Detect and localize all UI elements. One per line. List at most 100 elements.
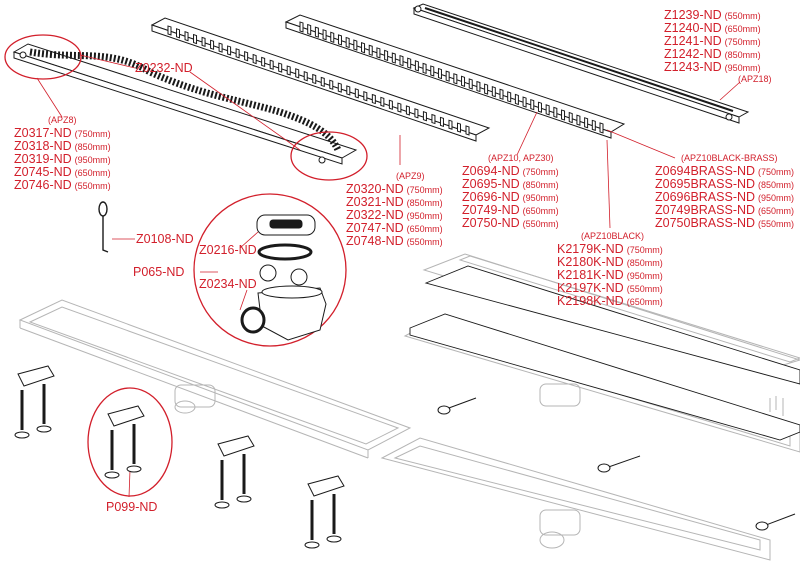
grate-slot bbox=[307, 23, 312, 36]
part-code-row: Z0748-ND(550mm) bbox=[346, 234, 443, 248]
part-code-row: Z1239-ND(550mm) bbox=[664, 8, 761, 22]
grate-slot bbox=[407, 57, 412, 69]
grate-slot bbox=[553, 106, 558, 119]
part-code-row: Z0319-ND(950mm) bbox=[14, 152, 111, 166]
part-code-row: Z0694-ND(750mm) bbox=[462, 164, 559, 178]
label-group-apz9: (APZ9) Z0320-ND(750mm) Z0321-ND(850mm) Z… bbox=[346, 170, 443, 248]
grate-slot bbox=[384, 49, 389, 62]
grate-slot bbox=[312, 73, 317, 85]
grate-slot bbox=[405, 105, 410, 116]
grate-slot bbox=[368, 44, 373, 56]
foot-bracket bbox=[214, 435, 255, 509]
grate-slot bbox=[371, 93, 376, 105]
grate-slot bbox=[507, 91, 512, 103]
grate-apz18 bbox=[412, 3, 750, 124]
grate-slot bbox=[201, 36, 206, 48]
group-label: (APZ8) bbox=[48, 115, 77, 125]
grate-slot bbox=[361, 42, 366, 54]
grate-slot bbox=[514, 93, 519, 106]
trap-assembly bbox=[240, 214, 327, 341]
part-code-row: Z1241-ND(750mm) bbox=[664, 34, 761, 48]
part-code-row: Z0321-ND(850mm) bbox=[346, 195, 443, 209]
grate-slot bbox=[345, 36, 350, 49]
grate-slot bbox=[218, 42, 223, 53]
part-code-row: Z0747-ND(650mm) bbox=[346, 221, 443, 235]
grate-slot bbox=[244, 51, 249, 62]
grate-slot bbox=[261, 56, 266, 68]
part-code-row: Z0317-ND(750mm) bbox=[14, 126, 111, 140]
callout-ellipse-feet bbox=[87, 387, 173, 497]
part-code-row: Z0318-ND(850mm) bbox=[14, 139, 111, 153]
part-code-row: Z1242-ND(850mm) bbox=[664, 47, 761, 61]
grate-slot bbox=[576, 114, 581, 126]
grate-slot bbox=[439, 116, 444, 128]
grate-slot bbox=[591, 119, 596, 131]
label-z0234: Z0234-ND bbox=[199, 277, 257, 291]
grate-slot bbox=[346, 85, 351, 96]
grate-slot bbox=[584, 117, 589, 129]
grate-slot bbox=[422, 62, 427, 75]
grate-slot bbox=[491, 86, 496, 98]
group-label: (APZ9) bbox=[396, 171, 425, 181]
grate-slot bbox=[522, 96, 527, 108]
grate-slot bbox=[476, 80, 481, 93]
part-code-row: Z0749-ND(650mm) bbox=[462, 203, 559, 217]
part-code-row: K2180K-ND(850mm) bbox=[557, 255, 663, 269]
part-code-row: Z0746-ND(550mm) bbox=[14, 178, 111, 192]
label-group-apz18: Z1239-ND(550mm) Z1240-ND(650mm) Z1241-ND… bbox=[664, 8, 772, 85]
callout-circle-trap bbox=[193, 193, 347, 347]
grate-slot bbox=[330, 31, 335, 43]
adjustable-feet bbox=[14, 365, 345, 549]
part-code-row: Z0322-ND(950mm) bbox=[346, 208, 443, 222]
grate-slot bbox=[530, 98, 535, 111]
grate-slot bbox=[484, 83, 489, 95]
grate-slot bbox=[391, 52, 396, 64]
part-code-row: K2181K-ND(950mm) bbox=[557, 268, 663, 282]
grate-slot bbox=[193, 33, 198, 45]
grate-apz9 bbox=[150, 17, 491, 142]
part-code-row: Z0745-ND(650mm) bbox=[14, 165, 111, 179]
part-code-row: Z0320-ND(750mm) bbox=[346, 182, 443, 196]
screws-right bbox=[437, 397, 796, 531]
grate-slot bbox=[376, 47, 381, 59]
channel-left bbox=[18, 299, 412, 459]
grate-slot bbox=[499, 88, 504, 100]
foot-bracket bbox=[104, 405, 145, 479]
part-code-row: Z0695-ND(850mm) bbox=[462, 177, 559, 191]
grate-slot bbox=[314, 26, 319, 38]
right-panel-top bbox=[409, 265, 800, 441]
grate-slot bbox=[414, 108, 419, 119]
label-z0232: Z0232-ND bbox=[135, 61, 193, 75]
grate-slot bbox=[414, 60, 419, 72]
callout-ellipse-grate-left bbox=[4, 34, 82, 80]
group-label: (APZ18) bbox=[738, 74, 772, 84]
grate-slot bbox=[537, 101, 542, 113]
grate-slot bbox=[461, 75, 466, 87]
group-label: (APZ10BLACK-BRASS) bbox=[681, 153, 778, 163]
part-code-row: Z1240-ND(650mm) bbox=[664, 21, 761, 35]
grate-slot bbox=[453, 73, 458, 85]
grate-apz10 bbox=[284, 14, 626, 139]
grate-slot bbox=[380, 96, 385, 108]
grate-slot bbox=[388, 99, 393, 110]
part-code-row: Z0694BRASS-ND(750mm) bbox=[655, 164, 795, 178]
grate-slot bbox=[399, 54, 404, 67]
grate-slot bbox=[210, 39, 215, 50]
part-code-row: Z0749BRASS-ND(650mm) bbox=[655, 203, 795, 217]
label-group-apz8: (APZ8) Z0317-ND(750mm) Z0318-ND(850mm) Z… bbox=[14, 114, 111, 192]
grate-slot bbox=[227, 45, 232, 56]
grate-slot bbox=[431, 113, 436, 125]
label-z0216: Z0216-ND bbox=[199, 243, 257, 257]
label-group-apz10-black-brass: (APZ10BLACK-BRASS) Z0694BRASS-ND(750mm) … bbox=[655, 152, 795, 230]
grate-slot bbox=[235, 48, 240, 59]
grate-slot bbox=[545, 104, 550, 116]
grate-slot bbox=[465, 125, 470, 136]
grate-slot bbox=[353, 39, 358, 51]
part-code-row: K2179K-ND(750mm) bbox=[557, 242, 663, 256]
grate-slot bbox=[397, 102, 402, 113]
part-code-row: Z0696-ND(950mm) bbox=[462, 190, 559, 204]
grate-slot bbox=[337, 82, 342, 93]
grate-slot bbox=[184, 31, 189, 42]
grate-slot bbox=[456, 122, 461, 133]
part-code-row: K2197K-ND(550mm) bbox=[557, 281, 663, 295]
